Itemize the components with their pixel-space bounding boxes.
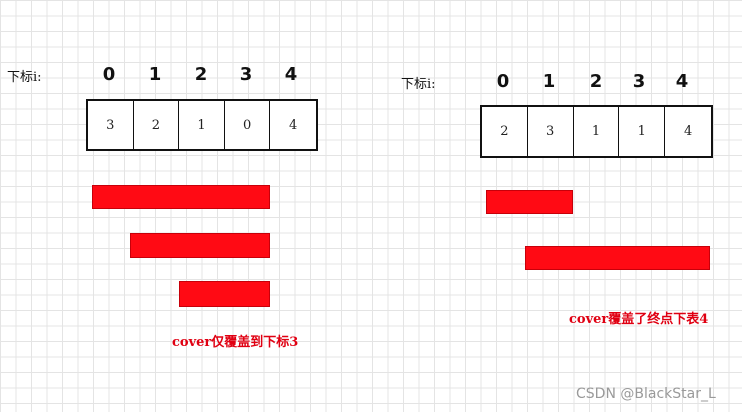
right-array-cell: 1 bbox=[619, 107, 666, 156]
right-coverage-bar-1 bbox=[486, 190, 573, 214]
right-caption: cover覆盖了终点下表4 bbox=[569, 312, 709, 327]
left-index-label: 下标i: bbox=[7, 70, 42, 85]
left-array-cell: 1 bbox=[179, 101, 225, 149]
left-array-cell: 0 bbox=[225, 101, 271, 149]
left-caption: cover仅覆盖到下标3 bbox=[172, 335, 299, 350]
right-array: 2 3 1 1 4 bbox=[480, 105, 713, 158]
left-index-4: 4 bbox=[284, 64, 298, 85]
left-coverage-bar-3 bbox=[179, 281, 270, 307]
right-array-cell: 4 bbox=[683, 124, 693, 139]
left-index-2: 2 bbox=[194, 64, 208, 85]
right-index-1: 1 bbox=[542, 71, 556, 92]
left-array-cell: 2 bbox=[134, 101, 180, 149]
left-array-cell: 4 bbox=[289, 117, 298, 133]
left-coverage-bar-1 bbox=[92, 185, 270, 209]
right-array-cell: 1 bbox=[574, 107, 620, 156]
right-index-3: 3 bbox=[632, 71, 646, 92]
left-coverage-bar-2 bbox=[130, 233, 270, 258]
left-array-cell: 3 bbox=[88, 101, 134, 149]
right-coverage-bar-2 bbox=[525, 246, 710, 270]
csdn-watermark: CSDN @BlackStar_L bbox=[576, 386, 716, 402]
right-index-0: 0 bbox=[496, 71, 510, 92]
right-index-4: 4 bbox=[675, 71, 689, 92]
left-array: 3 2 1 0 4 bbox=[86, 99, 318, 151]
right-index-2: 2 bbox=[589, 71, 603, 92]
right-index-label: 下标i: bbox=[401, 77, 436, 92]
left-index-1: 1 bbox=[148, 64, 162, 85]
left-index-0: 0 bbox=[102, 64, 116, 85]
right-array-cell: 3 bbox=[528, 107, 574, 156]
right-array-cell: 2 bbox=[482, 107, 528, 156]
left-index-3: 3 bbox=[239, 64, 253, 85]
